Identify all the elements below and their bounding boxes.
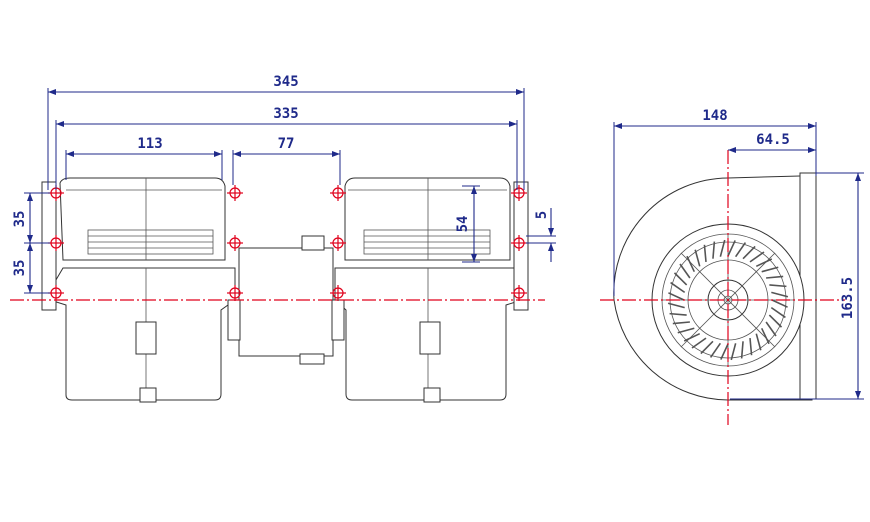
impeller-blade <box>770 306 786 319</box>
impeller-blade <box>683 332 701 342</box>
motor-body <box>238 247 334 357</box>
impeller-blade <box>727 240 736 257</box>
front-dimensions: 345 335 113 77 35 35 <box>12 74 556 294</box>
side-view <box>600 150 845 425</box>
impeller-blade <box>742 245 756 260</box>
impeller-blade <box>734 242 747 258</box>
dim-housing-width: 113 <box>137 136 162 152</box>
impeller-blade <box>669 312 687 316</box>
impeller-blade <box>712 241 716 259</box>
impeller-blade <box>679 263 691 279</box>
left-outlet-housing <box>59 177 226 261</box>
impeller-blade <box>668 292 685 301</box>
impeller-blade <box>719 239 726 257</box>
impeller-blade <box>709 342 722 358</box>
dim-overall-length: 345 <box>273 74 298 90</box>
impeller-blade <box>694 249 701 267</box>
dim-vertical-top: 35 <box>12 211 28 228</box>
impeller-blade <box>691 337 707 349</box>
front-view <box>41 177 529 403</box>
dim-side-offset: 64.5 <box>756 132 790 148</box>
impeller-blade <box>771 299 788 308</box>
dim-flange-thickness: 5 <box>534 211 550 219</box>
impeller-blade <box>749 338 753 356</box>
dim-outlet-height: 54 <box>455 216 471 233</box>
impeller-blade <box>765 321 777 337</box>
impeller-blade <box>720 343 729 360</box>
impeller-blade <box>677 327 695 334</box>
side-dimensions: 148 64.5 163.5 <box>613 108 864 400</box>
impeller-blade <box>740 341 744 359</box>
dim-side-height: 163.5 <box>840 277 856 319</box>
impeller-blade <box>755 333 762 351</box>
dim-mount-length: 335 <box>273 106 298 122</box>
impeller-blade <box>768 314 783 328</box>
impeller-blades <box>667 239 789 361</box>
impeller-blade <box>760 327 770 345</box>
dim-motor-width: 77 <box>278 136 295 152</box>
impeller-blade <box>670 281 686 294</box>
impeller-blade <box>686 255 696 273</box>
impeller-blade <box>766 275 784 279</box>
dim-side-width: 148 <box>702 108 727 124</box>
impeller-blade <box>667 302 685 309</box>
right-flange <box>513 181 529 311</box>
impeller-blade <box>673 272 688 286</box>
right-outlet-grille <box>363 229 491 255</box>
impeller-blade <box>730 343 737 361</box>
impeller-blade <box>672 321 690 325</box>
right-outlet-housing <box>344 177 511 261</box>
impeller-blade <box>749 251 765 263</box>
impeller-blade <box>755 258 773 268</box>
impeller-blade <box>703 244 707 262</box>
left-flange <box>41 181 57 311</box>
dim-vertical-bottom: 35 <box>12 260 28 277</box>
impeller-blade <box>771 291 789 298</box>
left-outlet-grille <box>87 229 214 255</box>
impeller-blade <box>761 266 779 273</box>
impeller-blade <box>769 284 787 288</box>
impeller-blade <box>700 340 714 355</box>
